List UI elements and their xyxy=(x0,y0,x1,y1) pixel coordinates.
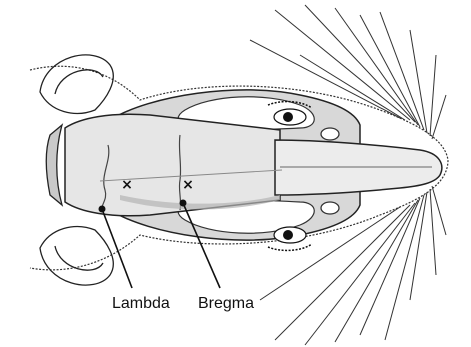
ear-top xyxy=(40,55,113,114)
lambda-cross-marker: × xyxy=(121,177,133,193)
ear-bottom xyxy=(40,227,113,286)
foramen-top xyxy=(321,128,339,140)
braincase xyxy=(65,114,280,216)
occipital-ridge xyxy=(46,125,62,205)
lambda-leader-line xyxy=(102,209,132,288)
bregma-label: Bregma xyxy=(198,295,254,312)
foramen-bottom xyxy=(321,202,339,214)
bregma-cross-marker: × xyxy=(182,177,194,193)
lambda-label: Lambda xyxy=(112,295,170,312)
